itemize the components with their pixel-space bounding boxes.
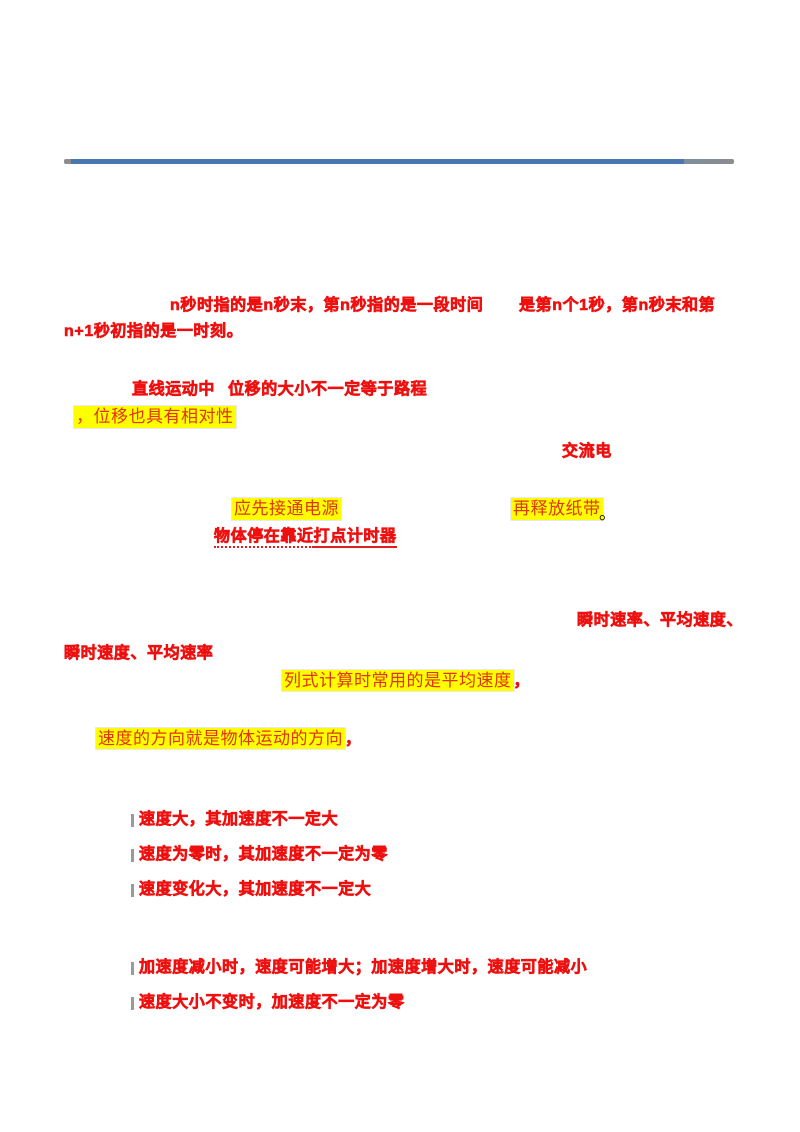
velocity-terms-line2: 瞬时速度、平均速率 — [64, 645, 214, 663]
velocity-direction-note: 速度的方向就是物体运动的方向， — [96, 725, 361, 749]
acceleration-point-4: 加速度减小时，速度可能增大；加速度增大时，速度可能减小 — [139, 959, 588, 977]
artifact-tick — [131, 814, 134, 827]
artifact-tick — [131, 884, 134, 897]
time-note-line1a: n秒时指的是n秒末，第n秒指的是一段时间 — [170, 297, 484, 315]
avg-velocity-highlight: 列式计算时常用的是平均速度 — [282, 670, 514, 691]
sentence-period: 。 — [599, 504, 616, 523]
time-note-line2: n+1秒初指的是一时刻。 — [64, 323, 244, 341]
artifact-tick — [131, 997, 134, 1010]
artifact-tick — [131, 962, 134, 975]
near-timer-note-part2: 打点计时器 — [313, 528, 397, 548]
velocity-direction-tail: ， — [345, 731, 362, 749]
displacement-note-main: 位移的大小不一定等于路程 — [228, 381, 428, 399]
power-first-highlight: 应先接通电源 — [232, 498, 341, 520]
ac-power-label: 交流电 — [562, 443, 612, 461]
displacement-note-prefix: 直线运动中 — [132, 381, 216, 399]
release-tape-highlight: 再释放纸带 — [511, 498, 603, 520]
time-note-line1b: 是第n个1秒，第n秒末和第 — [519, 297, 716, 315]
acceleration-point-5: 速度大小不变时，加速度不一定为零 — [139, 994, 405, 1012]
artifact-tick — [131, 849, 134, 862]
acceleration-point-2: 速度为零时，其加速度不一定为零 — [139, 846, 389, 864]
horizontal-rule — [64, 159, 734, 164]
avg-velocity-note: 列式计算时常用的是平均速度， — [282, 667, 530, 691]
near-timer-note: 物体停在靠近打点计时器 — [214, 528, 397, 548]
velocity-terms-line1: 瞬时速率、平均速度、 — [577, 612, 744, 630]
acceleration-point-1: 速度大，其加速度不一定大 — [139, 811, 339, 829]
acceleration-point-3: 速度变化大，其加速度不一定大 — [139, 881, 372, 899]
near-timer-note-part1: 物体停在靠近 — [214, 528, 314, 548]
velocity-direction-highlight: 速度的方向就是物体运动的方向 — [96, 728, 345, 749]
displacement-relativity-highlight: ，位移也具有相对性 — [74, 406, 236, 428]
avg-velocity-tail: ， — [513, 673, 530, 691]
